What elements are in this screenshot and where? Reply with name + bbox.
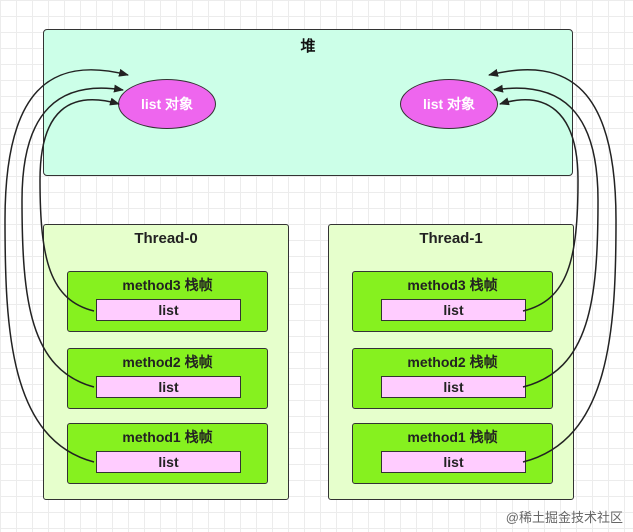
thread-1-title: Thread-1	[419, 230, 483, 247]
thread-1-method1-frame: method1 栈帧 list	[352, 423, 553, 484]
arrow-t0-method3	[39, 97, 120, 312]
arrow-t1-method1	[488, 68, 617, 463]
thread-1-method2-frame: method2 栈帧 list	[352, 348, 553, 409]
arrow-t0-method1	[4, 68, 129, 463]
arrow-t1-method3	[499, 97, 579, 312]
list-variable: list	[381, 451, 526, 473]
heap-title: 堆	[300, 38, 316, 55]
list-variable: list	[96, 376, 241, 398]
thread-0-method3-frame: method3 栈帧 list	[67, 271, 268, 332]
heap-box: 堆 list 对象 list 对象	[43, 29, 573, 176]
list-object-right: list 对象	[400, 79, 498, 129]
list-variable: list	[96, 299, 241, 321]
thread-0-method1-frame: method1 栈帧 list	[67, 423, 268, 484]
list-variable: list	[381, 376, 526, 398]
arrow-t0-method2	[21, 84, 124, 388]
thread-0-title: Thread-0	[134, 230, 198, 247]
arrow-t1-method2	[493, 84, 599, 388]
frame-title: method3 栈帧	[407, 277, 498, 293]
frame-title: method1 栈帧	[407, 429, 498, 445]
thread-0-box: Thread-0 method3 栈帧 list method2 栈帧 list…	[43, 224, 289, 500]
thread-1-method3-frame: method3 栈帧 list	[352, 271, 553, 332]
watermark-text: @稀土掘金技术社区	[505, 510, 623, 525]
frame-title: method3 栈帧	[122, 277, 213, 293]
list-variable: list	[96, 451, 241, 473]
thread-0-method2-frame: method2 栈帧 list	[67, 348, 268, 409]
thread-1-box: Thread-1 method3 栈帧 list method2 栈帧 list…	[328, 224, 574, 500]
frame-title: method2 栈帧	[407, 354, 498, 370]
frame-title: method1 栈帧	[122, 429, 213, 445]
frame-title: method2 栈帧	[122, 354, 213, 370]
